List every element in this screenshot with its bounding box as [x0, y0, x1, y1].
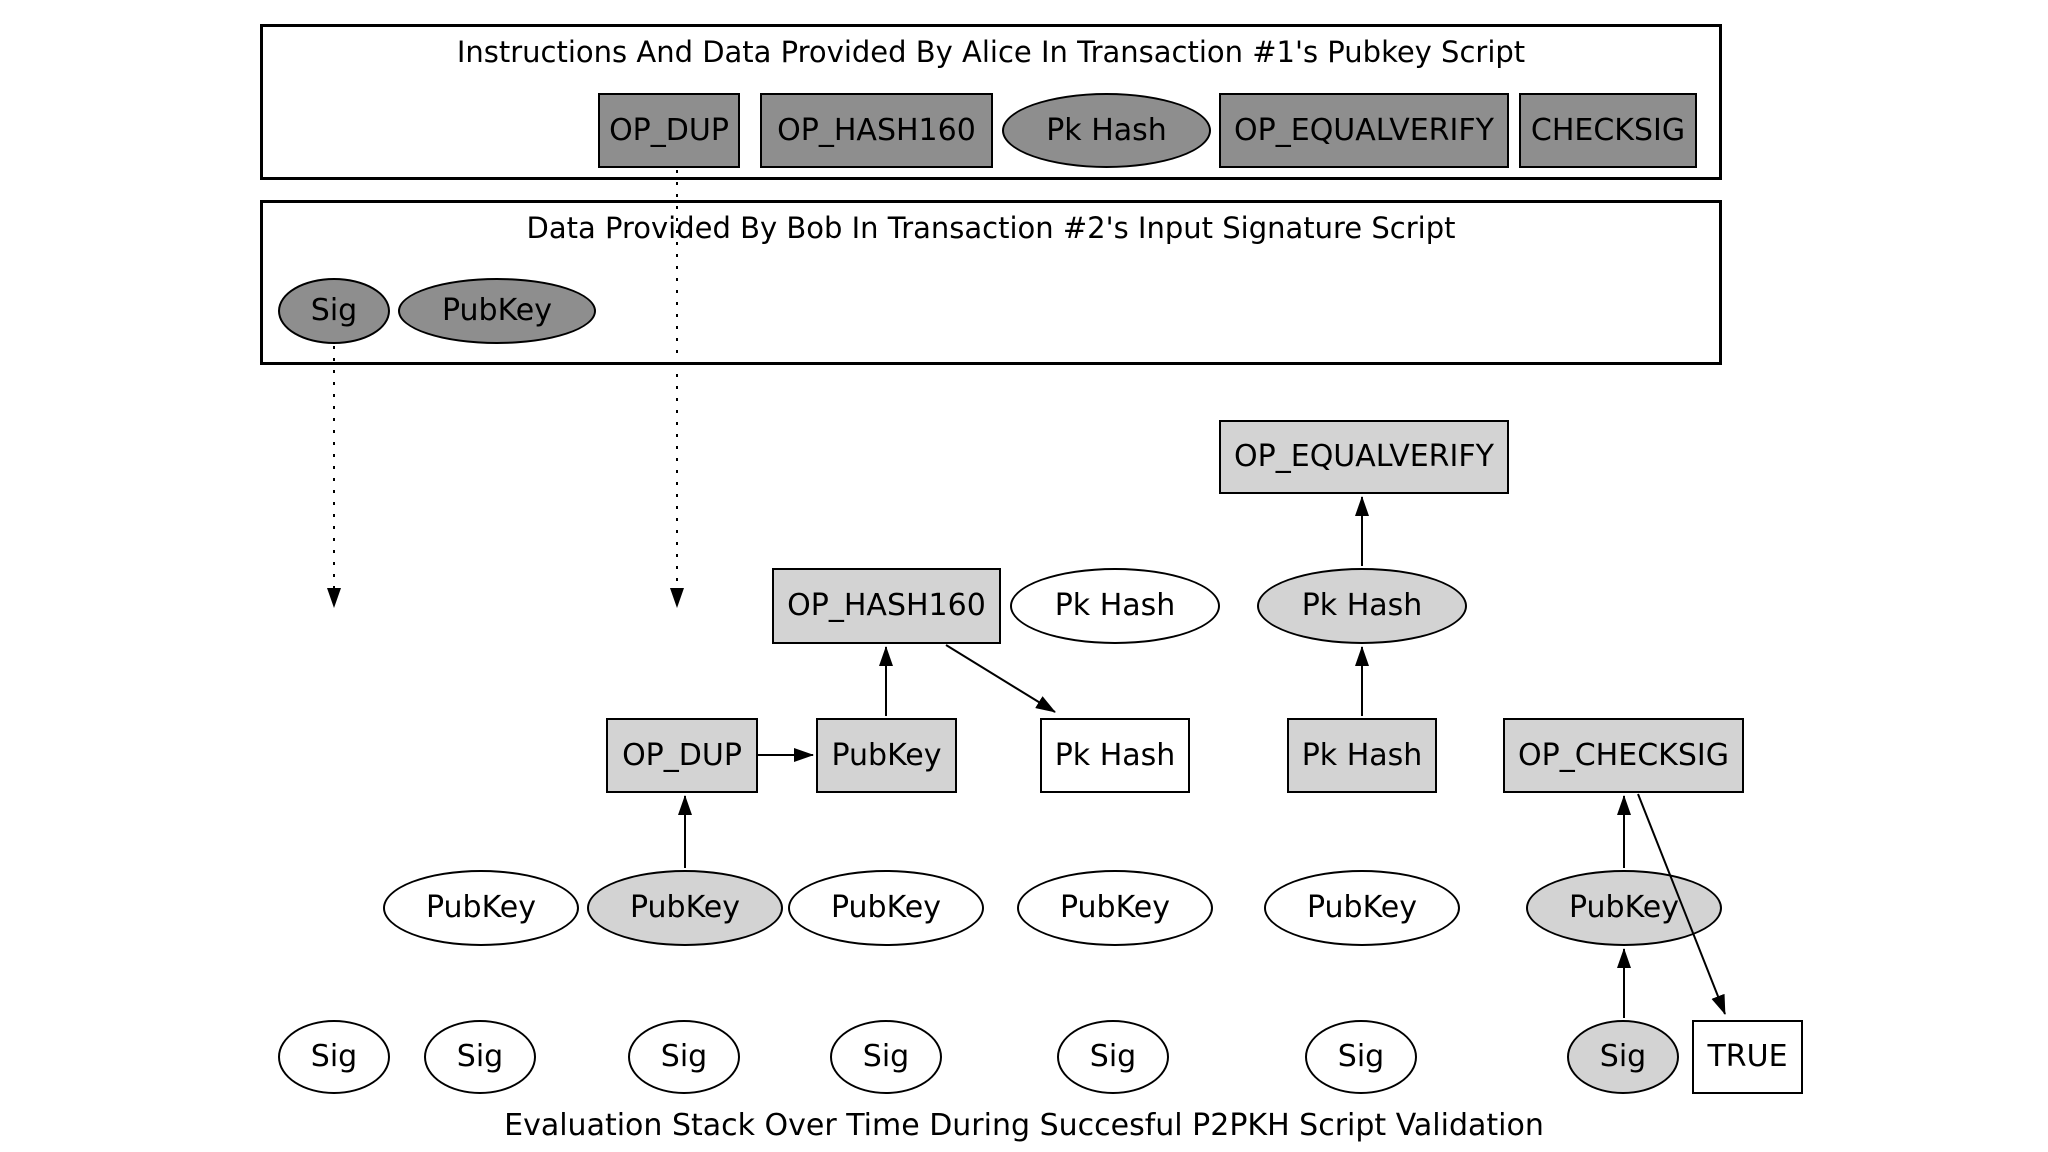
stack-sig-3: Sig	[628, 1020, 740, 1094]
pubkey-script-title: Instructions And Data Provided By Alice …	[456, 35, 1526, 69]
signature-script-sig: Sig	[278, 278, 390, 344]
stack-pubkey-ellipse-3: PubKey	[788, 870, 984, 946]
stack-sig-6: Sig	[1305, 1020, 1417, 1094]
stack-sig-2: Sig	[424, 1020, 536, 1094]
pubkey-script-checksig: CHECKSIG	[1519, 93, 1697, 168]
stack-true: TRUE	[1692, 1020, 1803, 1094]
signature-script-pubkey: PubKey	[398, 278, 596, 344]
stack-op-dup: OP_DUP	[606, 718, 758, 793]
stack-op-checksig: OP_CHECKSIG	[1503, 718, 1744, 793]
pubkey-script-op-hash160: OP_HASH160	[760, 93, 993, 168]
stack-sig-7: Sig	[1567, 1020, 1679, 1094]
stack-pubkey-ellipse-1: PubKey	[383, 870, 579, 946]
pubkey-script-pk-hash: Pk Hash	[1002, 93, 1211, 168]
signature-script-title: Data Provided By Bob In Transaction #2's…	[526, 211, 1456, 245]
pubkey-script-box: Instructions And Data Provided By Alice …	[260, 24, 1722, 180]
signature-script-box: Data Provided By Bob In Transaction #2's…	[260, 200, 1722, 365]
stack-pubkey-ellipse-2: PubKey	[587, 870, 783, 946]
arrow-op-hash160-to-pk-hash	[945, 644, 1056, 713]
stack-pk-hash-box-gray: Pk Hash	[1287, 718, 1437, 793]
stack-op-equalverify: OP_EQUALVERIFY	[1219, 420, 1509, 494]
stack-pk-hash-ellipse-gray: Pk Hash	[1257, 568, 1467, 644]
stack-pubkey-ellipse-5: PubKey	[1264, 870, 1460, 946]
stack-pk-hash-ellipse-white: Pk Hash	[1010, 568, 1220, 644]
stack-sig-5: Sig	[1057, 1020, 1169, 1094]
stack-pubkey-box: PubKey	[816, 718, 957, 793]
pubkey-script-op-equalverify: OP_EQUALVERIFY	[1219, 93, 1509, 168]
stack-pubkey-ellipse-6: PubKey	[1526, 870, 1722, 946]
stack-sig-1: Sig	[278, 1020, 390, 1094]
stack-pk-hash-box-white: Pk Hash	[1040, 718, 1190, 793]
stack-sig-4: Sig	[830, 1020, 942, 1094]
stack-pubkey-ellipse-4: PubKey	[1017, 870, 1213, 946]
diagram-caption: Evaluation Stack Over Time During Succes…	[504, 1108, 1544, 1143]
pubkey-script-op-dup: OP_DUP	[598, 93, 740, 168]
stack-op-hash160: OP_HASH160	[772, 568, 1001, 644]
